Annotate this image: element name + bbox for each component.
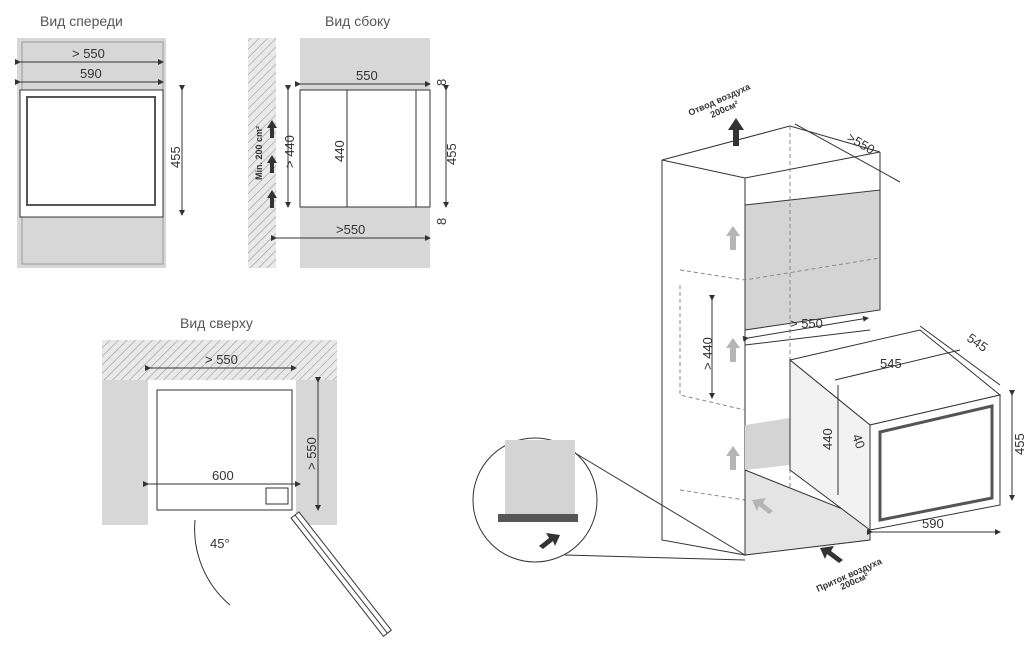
front-door-glass: [26, 96, 156, 206]
top-dim-niche-width: > 550: [205, 352, 238, 367]
iso-door-glass: [878, 404, 994, 522]
iso-dim-niche-height: > 440: [700, 337, 715, 370]
iso-upper-compartment: [744, 189, 881, 331]
top-view: Вид сверху 45° > 550 600 > 550: [102, 315, 392, 637]
air-arrow-icon: [752, 498, 773, 514]
side-appliance: [299, 89, 417, 208]
intake-arrow-icon: [820, 546, 843, 563]
side-dim-height: 455: [444, 143, 459, 165]
top-open-door: [290, 511, 392, 637]
iso-view: Отвод воздуха 200см² Приток воздуха 200с…: [472, 81, 1027, 594]
vent-arrow-icon: [267, 155, 277, 173]
front-dim-width: 590: [80, 66, 102, 81]
front-view-title: Вид спереди: [40, 13, 123, 29]
vent-arrow-icon: [267, 120, 277, 138]
exhaust-arrow-icon: [728, 118, 744, 146]
iso-dim-niche-width: > 550: [790, 316, 823, 331]
iso-dim-height: 455: [1012, 433, 1027, 455]
front-dim-height: 455: [168, 146, 183, 168]
top-back-wall: [102, 340, 337, 380]
side-dim-niche-height: > 440: [282, 135, 297, 168]
top-dim-door-width: 600: [212, 468, 234, 483]
side-dim-gap-bottom: 8: [434, 218, 449, 225]
side-dim-depth: 550: [356, 68, 378, 83]
iso-dim-inner-height: 440: [820, 428, 835, 450]
side-vent-area: Min. 200 cm²: [254, 126, 264, 180]
front-view: Вид спереди > 550 590 455: [15, 13, 185, 268]
top-dim-niche-depth: > 550: [304, 437, 319, 470]
side-dim-inner-height: 440: [332, 140, 347, 162]
side-view: Вид сбоку Min. 200 cm² 550 > 440 440 455…: [248, 13, 459, 268]
top-view-title: Вид сверху: [180, 315, 253, 331]
side-dim-gap-top: 8: [434, 79, 449, 86]
detail-vent-grille: [498, 514, 578, 522]
vent-arrow-icon: [267, 190, 277, 208]
air-arrow-icon: [726, 226, 740, 250]
iso-dim-width: 590: [922, 516, 944, 531]
air-arrow-icon: [726, 338, 740, 362]
side-view-title: Вид сбоку: [325, 13, 390, 29]
detail-intake-arrow-icon: [539, 533, 560, 549]
side-back-wall: [248, 38, 276, 268]
iso-dim-side-depth: 545: [964, 330, 990, 355]
side-dim-niche-depth: >550: [336, 222, 365, 237]
top-door-angle: 45°: [210, 536, 230, 551]
iso-dim-appliance-depth: 545: [880, 356, 902, 371]
air-arrow-icon: [726, 446, 740, 470]
front-dim-niche-width: > 550: [72, 46, 105, 61]
iso-dim-door-offset: 40: [849, 432, 868, 451]
